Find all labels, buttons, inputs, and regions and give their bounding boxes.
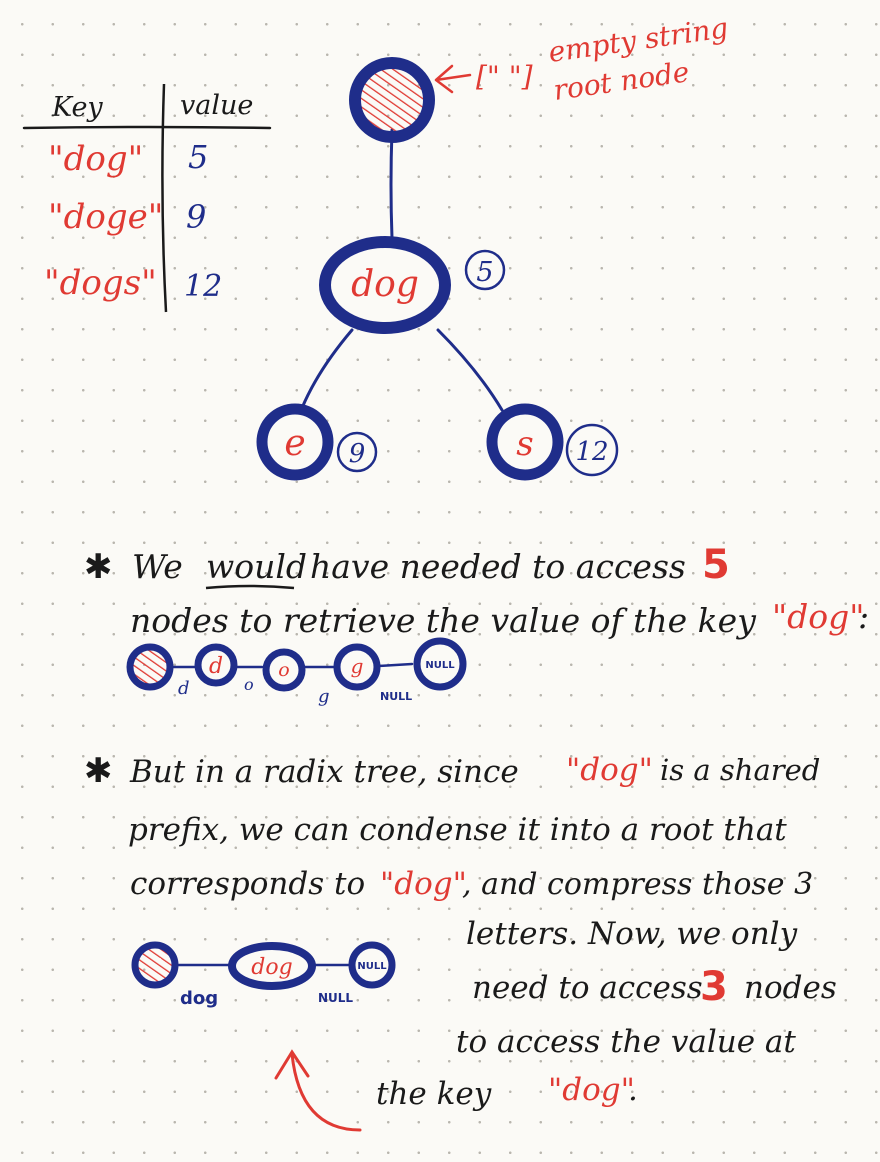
root-annotation: [" "] empty string root node xyxy=(434,11,730,107)
note-one-bullet: ✱ xyxy=(84,547,113,587)
key-value-table: Key value "dog" 5 "doge" 9 "dogs" 12 xyxy=(22,83,272,313)
trie-path-chain: d o g NULL d o g NULL xyxy=(126,637,467,707)
table-header-rule xyxy=(22,125,272,130)
trie-path-edge-o: o xyxy=(244,675,254,694)
note-two-bullet: ✱ xyxy=(84,751,113,791)
root-annotation-bracket: [" "] xyxy=(476,60,533,93)
curved-arrow-head xyxy=(274,1049,310,1080)
note-two-key-2: "dog" xyxy=(380,866,467,902)
radix-path-edge-null: NULL xyxy=(318,991,353,1005)
tree-node-s-label: s xyxy=(516,424,533,464)
note-two-key-1: "dog" xyxy=(566,752,653,788)
trie-path-node-d: d xyxy=(194,643,238,687)
tree-node-dog-value: 5 xyxy=(476,257,493,288)
note-two-line6: to access the value at xyxy=(456,1024,796,1060)
tree-node-s-value-badge: 12 xyxy=(565,423,619,477)
tree-edge-dog-s xyxy=(436,328,504,412)
radix-path-node-null: NULL xyxy=(348,941,396,989)
root-annotation-arrow xyxy=(434,64,472,94)
trie-path-node-root xyxy=(126,643,174,691)
curved-red-arrow xyxy=(274,1049,362,1132)
note-two-line5: need to access xyxy=(472,970,703,1006)
trie-path-node-g-label: g xyxy=(351,654,364,678)
tree-node-e-label: e xyxy=(284,423,305,464)
note-two-line1: But in a radix tree, since xyxy=(129,754,519,790)
radix-path-node-null-label: NULL xyxy=(357,961,387,972)
trie-path-node-o: o xyxy=(262,648,306,692)
radix-path-node-root xyxy=(131,941,179,989)
note-one-key: "dog" xyxy=(772,597,864,636)
table-key-dogs: "dogs" xyxy=(44,263,157,303)
trie-path-links xyxy=(170,662,414,669)
tree-node-dog: dog xyxy=(319,236,451,334)
trie-path-edge-null: NULL xyxy=(380,690,412,703)
tree-node-dog-value-badge: 5 xyxy=(464,249,506,291)
note-one-we: We xyxy=(132,547,183,586)
radix-tree: dog 5 e 9 s 12 xyxy=(256,57,619,481)
trie-path-node-null-label: NULL xyxy=(425,660,455,671)
note-two-count: 3 xyxy=(700,964,728,1010)
trie-path-node-g: g xyxy=(333,643,381,691)
note-one-line2: nodes to retrieve the value of the key xyxy=(130,601,756,640)
tree-edge-dog-e xyxy=(300,328,354,410)
tree-node-e-value: 9 xyxy=(349,439,366,469)
tree-node-s: s xyxy=(486,403,564,481)
note-one: ✱ We would have needed to access 5 nodes… xyxy=(84,542,869,640)
tree-node-s-value: 12 xyxy=(575,437,608,467)
note-two-key-3: "dog" xyxy=(548,1072,635,1108)
note-two-line3-rest: , and compress those 3 xyxy=(462,867,813,902)
note-one-line1-rest: have needed to access xyxy=(310,547,686,586)
trie-path-edge-g: g xyxy=(318,686,330,707)
note-one-count: 5 xyxy=(702,542,730,588)
tree-node-dog-label: dog xyxy=(351,264,419,305)
note-two-period: . xyxy=(628,1072,638,1108)
trie-path-edge-d: d xyxy=(178,678,190,699)
table-column-divider xyxy=(161,83,168,313)
table-header-key: Key xyxy=(51,92,103,123)
note-two-line4: letters. Now, we only xyxy=(466,916,798,952)
curved-arrow-shaft xyxy=(290,1052,362,1132)
table-value-dogs: 12 xyxy=(184,269,222,304)
table-header-value: value xyxy=(180,90,253,121)
note-two-line7: the key xyxy=(376,1076,492,1112)
note-two-line1-rest: is a shared xyxy=(660,753,820,787)
note-one-underline xyxy=(205,584,295,590)
radix-path-chain: dog NULL dog NULL xyxy=(131,941,396,1009)
tree-edge-root-dog xyxy=(389,128,394,240)
radix-path-edge-dog: dog xyxy=(180,988,218,1009)
trie-path-node-o-label: o xyxy=(278,659,289,681)
tree-node-e-value-badge: 9 xyxy=(336,431,378,473)
radix-path-node-dog-label: dog xyxy=(251,955,292,980)
note-two: ✱ But in a radix tree, since "dog" is a … xyxy=(84,751,837,1112)
tree-node-e: e xyxy=(256,403,334,481)
root-annotation-line1: empty string xyxy=(546,11,730,69)
note-one-would: would xyxy=(206,547,307,586)
table-key-doge: "doge" xyxy=(48,197,163,237)
table-value-doge: 9 xyxy=(186,198,206,236)
radix-path-node-dog: dog xyxy=(228,942,316,990)
tree-root-node xyxy=(349,57,435,143)
table-key-dog: "dog" xyxy=(48,139,143,179)
note-two-line5-rest: nodes xyxy=(744,970,837,1006)
table-value-dog: 5 xyxy=(188,138,208,176)
trie-path-node-d-label: d xyxy=(209,654,223,679)
trie-path-node-null: NULL xyxy=(413,637,467,691)
note-two-line2: prefix, we can condense it into a root t… xyxy=(128,812,787,848)
note-one-colon: : xyxy=(858,597,869,636)
note-two-line3: corresponds to xyxy=(130,866,365,902)
